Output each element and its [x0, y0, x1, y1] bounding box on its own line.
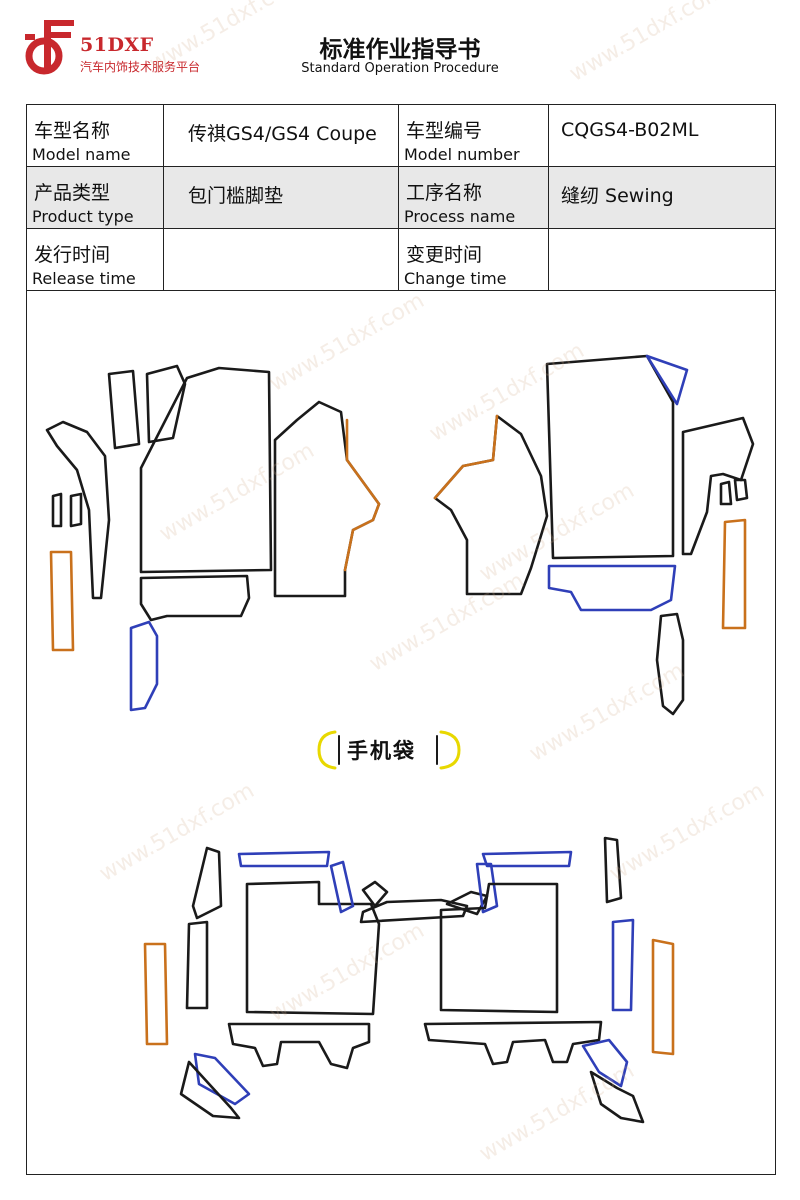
release-time-value-cell [163, 228, 399, 291]
pattern-piece [645, 354, 689, 406]
product-type-label-cell: 产品类型 Product type [26, 166, 164, 229]
pattern-piece [227, 1022, 371, 1070]
model-name-value-cell: 传祺GS4/GS4 Coupe [163, 104, 399, 167]
pattern-piece [139, 574, 251, 622]
pattern-piece [545, 354, 675, 560]
pattern-piece [433, 414, 499, 500]
info-row: 发行时间 Release time 变更时间 Change time [26, 228, 776, 291]
model-number-label-en: Model number [404, 145, 520, 164]
brand-name: 51DXF [80, 34, 154, 56]
pattern-piece [475, 862, 499, 914]
pattern-piece [139, 366, 273, 574]
pattern-piece [581, 1038, 629, 1088]
pattern-piece [603, 836, 623, 904]
process-name-value-cell: 缝纫 Sewing [548, 166, 776, 229]
model-name-label: 车型名称 [34, 120, 111, 142]
release-time-label-cell: 发行时间 Release time [26, 228, 164, 291]
pattern-piece [343, 418, 381, 572]
model-name-value: 传祺GS4/GS4 Coupe [188, 123, 377, 145]
pattern-piece [273, 400, 381, 598]
document-title: 标准作业指导书 [319, 37, 481, 63]
pattern-piece [245, 880, 381, 1016]
info-table: 车型名称 Model name 传祺GS4/GS4 Coupe 车型编号 Mod… [26, 104, 776, 291]
model-name-label-en: Model name [32, 145, 131, 164]
pattern-piece [193, 1052, 251, 1106]
pattern-piece [439, 882, 559, 1014]
pattern-piece [107, 369, 141, 450]
rear-right-mat-group [359, 836, 675, 1124]
pattern-drawing-area: 手机袋 [26, 288, 776, 1175]
pattern-piece [49, 550, 75, 652]
pattern-piece [547, 564, 677, 612]
document-subtitle: Standard Operation Procedure [301, 61, 499, 76]
pattern-piece [733, 478, 749, 502]
model-number-value: CQGS4-B02ML [561, 119, 699, 141]
process-name-value: 缝纫 Sewing [561, 185, 674, 207]
product-type-label: 产品类型 [34, 182, 111, 204]
pattern-piece [329, 860, 355, 914]
phone-pocket-outline [317, 730, 461, 770]
pattern-piece [191, 846, 223, 920]
change-time-label: 变更时间 [406, 244, 483, 266]
brand-subtitle: 汽车内饰技术服务平台 [80, 60, 201, 74]
pattern-piece [433, 414, 549, 596]
product-type-value-cell: 包门槛脚垫 [163, 166, 399, 229]
change-time-label-en: Change time [404, 269, 507, 288]
front-left-mat-group [45, 364, 381, 712]
pattern-piece [51, 492, 63, 528]
process-name-label-cell: 工序名称 Process name [398, 166, 549, 229]
model-number-value-cell: CQGS4-B02ML [548, 104, 776, 167]
pattern-piece [681, 416, 755, 556]
change-time-label-cell: 变更时间 Change time [398, 228, 549, 291]
pattern-piece [359, 898, 469, 924]
pattern-piece [179, 1060, 241, 1120]
pattern-piece [423, 1020, 603, 1066]
pattern-piece [185, 920, 209, 1010]
pattern-piece [45, 420, 111, 600]
phone-pocket-label: 手机袋 [347, 739, 416, 763]
product-type-label-en: Product type [32, 207, 134, 226]
front-right-mat-group [433, 354, 755, 716]
change-time-value-cell [548, 228, 776, 291]
pattern-piece [145, 364, 187, 444]
release-time-label: 发行时间 [34, 244, 111, 266]
pattern-piece [651, 938, 675, 1056]
model-number-label-cell: 车型编号 Model number [398, 104, 549, 167]
pattern-piece [719, 480, 733, 506]
pattern-piece [611, 918, 635, 1012]
release-time-label-en: Release time [32, 269, 136, 288]
pattern-piece [143, 942, 169, 1046]
pattern-piece [721, 518, 747, 630]
process-name-label-en: Process name [404, 207, 516, 226]
pattern-piece [237, 850, 331, 868]
info-row: 车型名称 Model name 传祺GS4/GS4 Coupe 车型编号 Mod… [26, 104, 776, 167]
brand-logo [25, 20, 74, 75]
pattern-piece [129, 620, 159, 712]
process-name-label: 工序名称 [406, 182, 483, 204]
watermark: www.51dxf.com [565, 0, 729, 87]
pattern-piece [655, 612, 685, 716]
pattern-piece [361, 880, 389, 908]
info-row: 产品类型 Product type 包门槛脚垫 工序名称 Process nam… [26, 166, 776, 229]
pattern-piece [481, 850, 573, 868]
model-name-label-cell: 车型名称 Model name [26, 104, 164, 167]
product-type-value: 包门槛脚垫 [188, 185, 284, 207]
floor-mat-pattern-drawing [45, 354, 755, 1124]
phone-pocket-inner [338, 735, 438, 765]
pattern-piece [589, 1070, 645, 1124]
model-number-label: 车型编号 [406, 120, 483, 142]
rear-left-mat-group [143, 846, 381, 1120]
pattern-piece [69, 492, 83, 528]
